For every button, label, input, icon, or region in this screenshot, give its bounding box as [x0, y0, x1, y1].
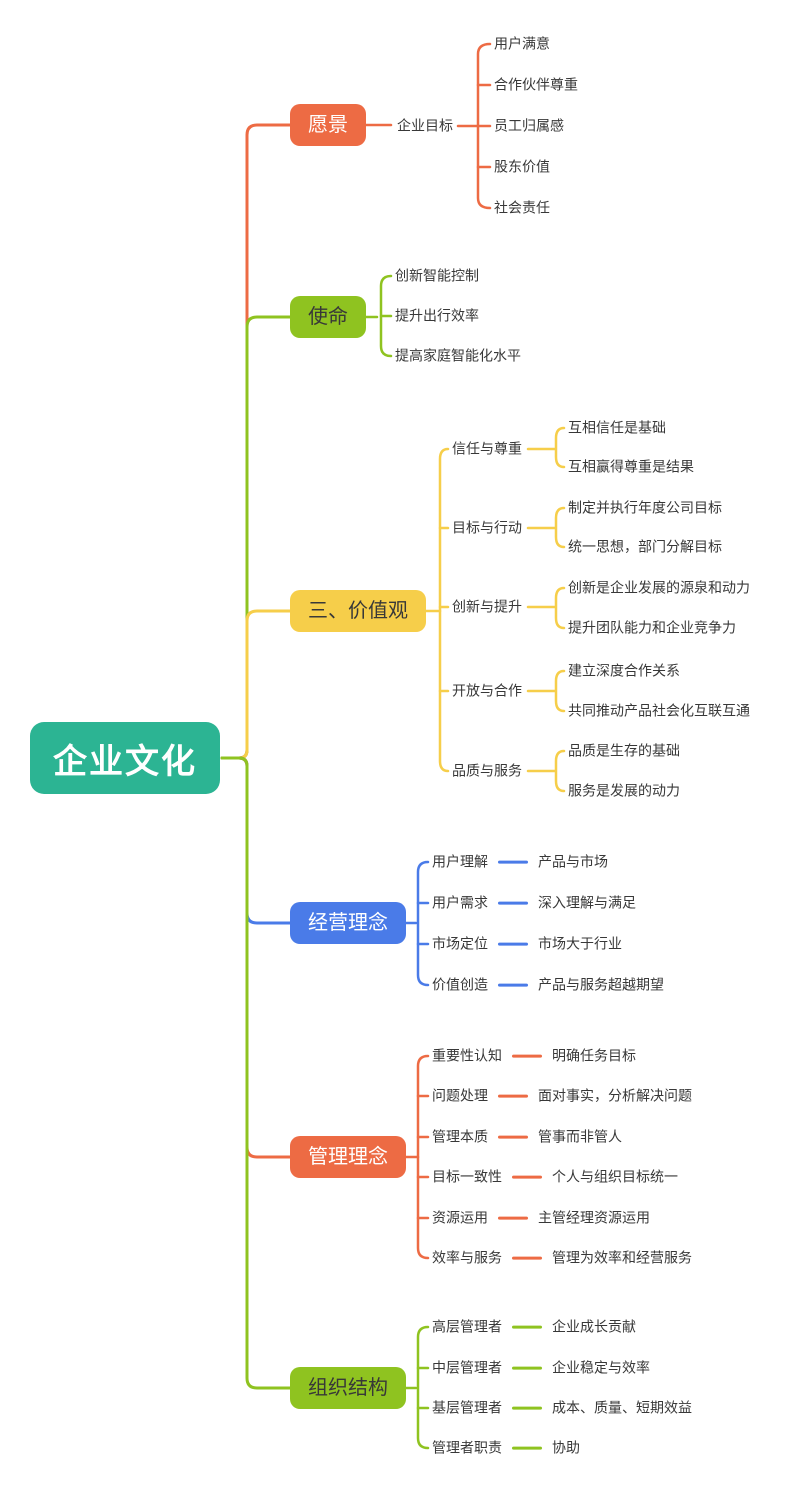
- child-node[interactable]: 信任与尊重: [452, 440, 522, 457]
- leaf-node[interactable]: 市场大于行业: [538, 935, 622, 952]
- link-dash: [498, 1216, 528, 1220]
- leaf-node[interactable]: 创新智能控制: [395, 267, 479, 284]
- leaf-node[interactable]: 提高家庭智能化水平: [395, 347, 521, 364]
- child-node[interactable]: 价值创造: [432, 976, 488, 993]
- link-dash: [498, 983, 528, 987]
- link-dash: [498, 1094, 528, 1098]
- child-row[interactable]: 市场定位 市场大于行业: [432, 936, 622, 953]
- child-node[interactable]: 基层管理者: [432, 1399, 502, 1416]
- child-node[interactable]: 用户理解: [432, 853, 488, 870]
- branch-vision[interactable]: 愿景: [290, 104, 366, 146]
- leaf-node[interactable]: 个人与组织目标统一: [552, 1168, 678, 1185]
- leaf-node[interactable]: 创新是企业发展的源泉和动力: [568, 579, 750, 596]
- link-dash: [512, 1256, 542, 1260]
- branch-mission[interactable]: 使命: [290, 296, 366, 338]
- leaf-node[interactable]: 产品与市场: [538, 853, 608, 870]
- link-dash: [498, 1135, 528, 1139]
- leaf-node[interactable]: 提升出行效率: [395, 307, 479, 324]
- leaf-node[interactable]: 产品与服务超越期望: [538, 976, 664, 993]
- child-row[interactable]: 用户需求 深入理解与满足: [432, 895, 636, 912]
- link-dash: [512, 1366, 542, 1370]
- leaf-node[interactable]: 服务是发展的动力: [568, 782, 680, 799]
- leaf-node[interactable]: 管事而非管人: [538, 1128, 622, 1145]
- leaf-node[interactable]: 互相赢得尊重是结果: [568, 458, 694, 475]
- branch-values[interactable]: 三、价值观: [290, 590, 426, 632]
- leaf-node[interactable]: 管理为效率和经营服务: [552, 1249, 692, 1266]
- child-row[interactable]: 管理者职责 协助: [432, 1440, 580, 1457]
- leaf-node[interactable]: 提升团队能力和企业竞争力: [568, 619, 736, 636]
- leaf-node[interactable]: 建立深度合作关系: [568, 662, 680, 679]
- leaf-node[interactable]: 用户满意: [494, 35, 550, 52]
- child-node[interactable]: 市场定位: [432, 935, 488, 952]
- leaf-node[interactable]: 互相信任是基础: [568, 419, 666, 436]
- child-node[interactable]: 目标一致性: [432, 1168, 502, 1185]
- leaf-node[interactable]: 企业稳定与效率: [552, 1359, 650, 1376]
- leaf-node[interactable]: 品质是生存的基础: [568, 742, 680, 759]
- leaf-node[interactable]: 企业成长贡献: [552, 1318, 636, 1335]
- leaf-node[interactable]: 社会责任: [494, 199, 550, 216]
- child-node-corporate-goals[interactable]: 企业目标: [397, 117, 453, 134]
- child-row[interactable]: 问题处理 面对事实，分析解决问题: [432, 1088, 692, 1105]
- child-row[interactable]: 用户理解 产品与市场: [432, 854, 608, 871]
- branch-org-structure[interactable]: 组织结构: [290, 1367, 406, 1409]
- child-row[interactable]: 基层管理者 成本、质量、短期效益: [432, 1400, 692, 1417]
- child-row[interactable]: 资源运用 主管经理资源运用: [432, 1210, 650, 1227]
- link-dash: [512, 1325, 542, 1329]
- leaf-node[interactable]: 协助: [552, 1439, 580, 1456]
- child-row[interactable]: 目标一致性 个人与组织目标统一: [432, 1169, 678, 1186]
- leaf-node[interactable]: 主管经理资源运用: [538, 1209, 650, 1226]
- child-node[interactable]: 开放与合作: [452, 682, 522, 699]
- child-node[interactable]: 品质与服务: [452, 762, 522, 779]
- leaf-node[interactable]: 制定并执行年度公司目标: [568, 499, 722, 516]
- link-dash: [512, 1175, 542, 1179]
- child-node[interactable]: 目标与行动: [452, 519, 522, 536]
- leaf-node[interactable]: 股东价值: [494, 158, 550, 175]
- link-dash: [512, 1406, 542, 1410]
- leaf-node[interactable]: 统一思想，部门分解目标: [568, 538, 722, 555]
- child-node[interactable]: 用户需求: [432, 894, 488, 911]
- link-dash: [498, 942, 528, 946]
- leaf-node[interactable]: 面对事实，分析解决问题: [538, 1087, 692, 1104]
- child-node[interactable]: 管理者职责: [432, 1439, 502, 1456]
- child-row[interactable]: 中层管理者 企业稳定与效率: [432, 1360, 650, 1377]
- leaf-node[interactable]: 深入理解与满足: [538, 894, 636, 911]
- child-node[interactable]: 中层管理者: [432, 1359, 502, 1376]
- leaf-node[interactable]: 明确任务目标: [552, 1047, 636, 1064]
- link-dash: [498, 901, 528, 905]
- child-row[interactable]: 价值创造 产品与服务超越期望: [432, 977, 664, 994]
- child-node[interactable]: 问题处理: [432, 1087, 488, 1104]
- child-node[interactable]: 高层管理者: [432, 1318, 502, 1335]
- root-node[interactable]: 企业文化: [30, 722, 220, 794]
- leaf-node[interactable]: 成本、质量、短期效益: [552, 1399, 692, 1416]
- leaf-node[interactable]: 员工归属感: [494, 117, 564, 134]
- child-node[interactable]: 管理本质: [432, 1128, 488, 1145]
- link-dash: [498, 860, 528, 864]
- child-node[interactable]: 创新与提升: [452, 598, 522, 615]
- branch-business-philosophy[interactable]: 经营理念: [290, 902, 406, 944]
- link-dash: [512, 1446, 542, 1450]
- leaf-node[interactable]: 合作伙伴尊重: [494, 76, 578, 93]
- child-row[interactable]: 高层管理者 企业成长贡献: [432, 1319, 636, 1336]
- child-node[interactable]: 效率与服务: [432, 1249, 502, 1266]
- link-dash: [512, 1054, 542, 1058]
- child-node[interactable]: 重要性认知: [432, 1047, 502, 1064]
- branch-management-philosophy[interactable]: 管理理念: [290, 1136, 406, 1178]
- leaf-node[interactable]: 共同推动产品社会化互联互通: [568, 702, 750, 719]
- child-row[interactable]: 管理本质 管事而非管人: [432, 1129, 622, 1146]
- child-row[interactable]: 重要性认知 明确任务目标: [432, 1048, 636, 1065]
- child-node[interactable]: 资源运用: [432, 1209, 488, 1226]
- child-row[interactable]: 效率与服务 管理为效率和经营服务: [432, 1250, 692, 1267]
